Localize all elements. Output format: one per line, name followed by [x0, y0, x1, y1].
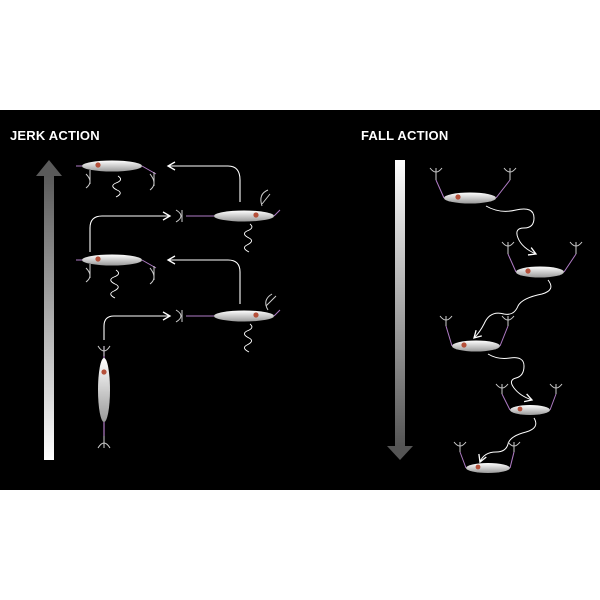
jerk-lure-4 — [175, 189, 281, 253]
diagram-canvas — [36, 160, 583, 473]
jerk-up-arrow — [36, 160, 62, 460]
fall-lure-3 — [439, 315, 515, 352]
jerk-lure-top — [76, 160, 157, 198]
jerk-lure-start — [97, 345, 111, 449]
fall-lure-1 — [429, 167, 517, 204]
jerk-lure-2 — [175, 293, 281, 353]
fall-lure-5 — [453, 441, 521, 473]
diagram-panel: JERK ACTION FALL ACTION — [0, 110, 600, 490]
fall-down-arrow — [387, 160, 413, 460]
jerk-action-title: JERK ACTION — [10, 128, 100, 143]
fall-lure-4 — [495, 383, 563, 415]
fall-lure-2 — [501, 241, 583, 278]
jerk-lure-3 — [76, 254, 157, 299]
fall-action-title: FALL ACTION — [361, 128, 449, 143]
